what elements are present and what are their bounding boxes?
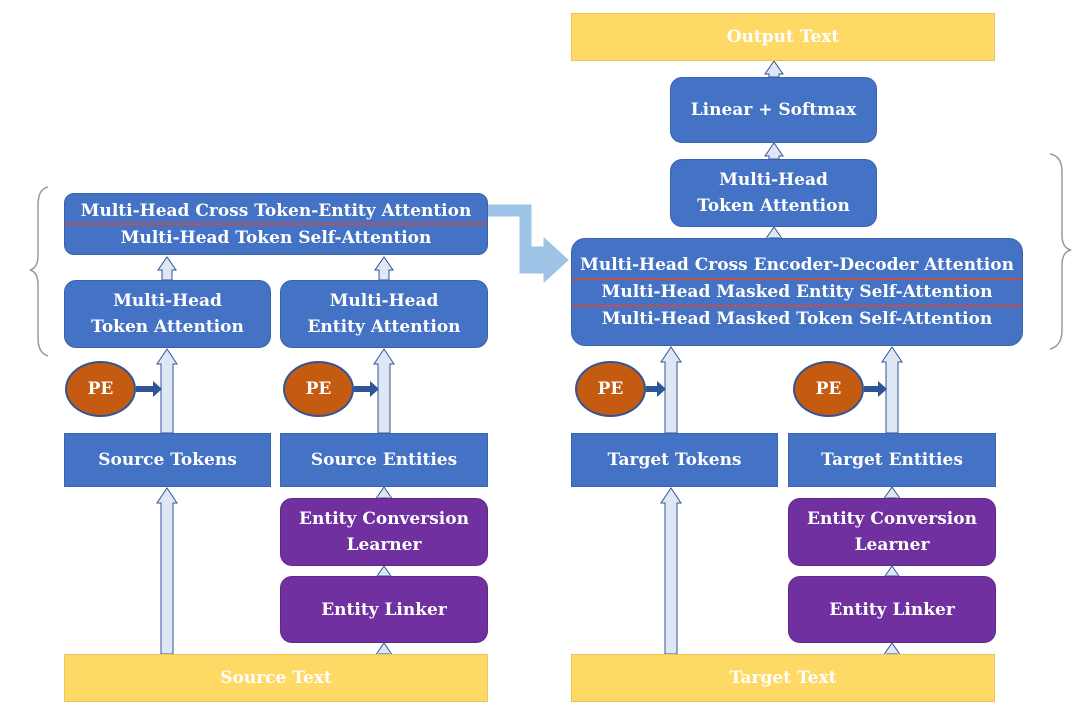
encoder-ecl-line-1: Entity Conversion — [299, 509, 469, 529]
decoder-block-separator-1 — [572, 277, 1022, 280]
decoder-block-line-2: Multi-Head Masked Entity Self-Attention — [601, 282, 993, 302]
decoder-block-line-1: Multi-Head Cross Encoder-Decoder Attenti… — [580, 255, 1014, 275]
target-text-box: Target Text — [571, 654, 995, 702]
decoder-entity-linker-box: Entity Linker — [788, 576, 996, 643]
enc-tokens-to-attention-arrow — [156, 348, 178, 434]
encoder-token-attention-line-1: Multi-Head — [113, 291, 222, 311]
encoder-entity-linker-box: Entity Linker — [280, 576, 488, 643]
encoder-to-decoder-arrow — [487, 204, 569, 284]
decoder-entity-conversion-learner-box: Entity Conversion Learner — [788, 498, 996, 566]
decoder-ecl-line-2: Learner — [854, 535, 930, 555]
output-text-box: Output Text — [571, 13, 995, 61]
encoder-entity-attention-line-2: Entity Attention — [307, 317, 461, 337]
enc-source-text-to-tokens-arrow — [156, 487, 178, 655]
source-tokens-box: Source Tokens — [64, 433, 271, 487]
dec-token-pe-arrow — [646, 381, 666, 397]
encoder-ecl-line-2: Learner — [346, 535, 422, 555]
encoder-block-line-1: Multi-Head Cross Token-Entity Attention — [80, 200, 472, 221]
source-text-box: Source Text — [64, 654, 488, 702]
decoder-attention-block: Multi-Head Cross Encoder-Decoder Attenti… — [571, 238, 1023, 346]
decoder-token-attention-line-1: Multi-Head — [719, 170, 828, 190]
dec-tokens-to-block-arrow — [660, 346, 682, 434]
decoder-ecl-line-1: Entity Conversion — [807, 509, 977, 529]
dec-softmax-to-output-arrow — [764, 60, 784, 78]
decoder-entity-pe-circle: PE — [793, 361, 864, 417]
encoder-entity-pe-circle: PE — [283, 361, 354, 417]
encoder-block-line-2: Multi-Head Token Self-Attention — [120, 227, 432, 248]
target-entities-box: Target Entities — [788, 433, 996, 487]
enc-entity-pe-arrow — [354, 381, 379, 397]
enc-token-pe-arrow — [136, 381, 162, 397]
encoder-token-attention-line-2: Token Attention — [91, 317, 244, 337]
encoder-block-separator — [65, 223, 487, 225]
decoder-token-pe-circle: PE — [575, 361, 646, 417]
decoder-block-line-3: Multi-Head Masked Token Self-Attention — [601, 309, 993, 329]
encoder-left-brace — [29, 186, 49, 357]
encoder-token-attention-box: Multi-Head Token Attention — [64, 280, 271, 348]
decoder-token-attention-box: Multi-Head Token Attention — [670, 159, 877, 227]
decoder-right-brace — [1049, 153, 1072, 350]
encoder-entity-attention-box: Multi-Head Entity Attention — [280, 280, 488, 348]
encoder-entity-conversion-learner-box: Entity Conversion Learner — [280, 498, 488, 566]
dec-token-attention-to-softmax-arrow — [764, 142, 784, 160]
encoder-token-pe-circle: PE — [65, 361, 136, 417]
source-entities-box: Source Entities — [280, 433, 488, 487]
linear-softmax-box: Linear + Softmax — [670, 77, 877, 143]
dec-entity-pe-arrow — [864, 381, 887, 397]
target-tokens-box: Target Tokens — [571, 433, 778, 487]
dec-target-text-to-tokens-arrow — [660, 487, 682, 655]
encoder-cross-token-entity-attention-block: Multi-Head Cross Token-Entity Attention … — [64, 193, 488, 255]
dec-entities-to-block-arrow — [881, 346, 903, 434]
encoder-entity-attention-line-1: Multi-Head — [329, 291, 439, 311]
enc-entity-attention-to-block-arrow — [374, 256, 394, 281]
enc-token-attention-to-block-arrow — [157, 256, 177, 281]
decoder-token-attention-line-2: Token Attention — [697, 196, 850, 216]
enc-entities-to-attention-arrow — [373, 348, 395, 434]
decoder-block-separator-2 — [572, 304, 1022, 307]
